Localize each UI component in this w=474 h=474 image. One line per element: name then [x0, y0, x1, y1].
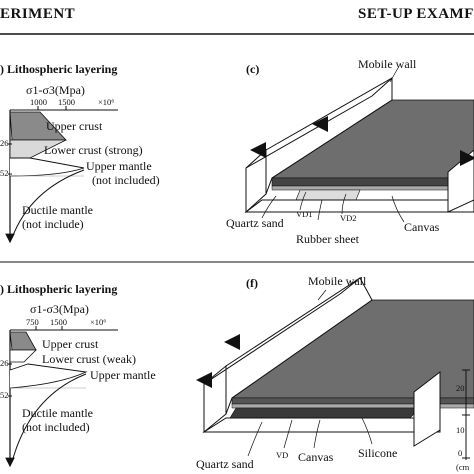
upper-mantle-shape-b [9, 363, 88, 389]
scale-label-10: 10 [456, 425, 465, 435]
tick-bottom-2: 1500 [50, 317, 67, 327]
layer-upper-crust-top: Upper crust [46, 119, 103, 133]
layer-upper-mantle-top: Upper mantle [86, 159, 152, 173]
layer-ductile-mantle-top: Ductile mantle [22, 203, 93, 217]
ductile-curve [11, 169, 85, 239]
scale-label-unit: (cm [456, 462, 470, 472]
vd2-label: VD2 [340, 213, 357, 223]
strength-profile-top [5, 106, 118, 244]
setup-label-c: (c) [246, 62, 260, 76]
scale-label-20: 20 [456, 383, 465, 393]
mobile-wall-label-bottom: Mobile wall [308, 274, 367, 288]
layer-not-included-top: (not included) [92, 173, 160, 187]
layer-upper-crust-bottom: Upper crust [42, 337, 99, 351]
mobile-wall-label-top: Mobile wall [358, 57, 417, 71]
rubber-sheet-label: Rubber sheet [296, 232, 359, 246]
strength-profile-bottom [5, 326, 118, 468]
vd1-label: VD1 [296, 209, 313, 219]
tick-top-1: 1000 [30, 97, 47, 107]
panel-label-bottom: ) Lithospheric layering [0, 282, 118, 296]
setup-diagram-bottom [196, 277, 474, 460]
depth-tick-top-1: 26 [0, 138, 9, 148]
layer-ductile-mantle-bottom: Ductile mantle [22, 406, 93, 420]
header-right-title: SET-UP EXAMF [358, 6, 474, 22]
layer-lower-crust-bottom: Lower crust (weak) [42, 352, 136, 366]
tick-top-2: 1500 [58, 97, 75, 107]
layer-upper-mantle-bottom: Upper mantle [90, 368, 156, 382]
setup-diagram-top [244, 67, 474, 223]
depth-tick-top-2: 52 [0, 168, 9, 178]
upper-mantle-shape [9, 157, 85, 177]
upper-crust-wedge-b [9, 331, 37, 351]
stress-label-bottom: σ1-σ3(Mpa) [30, 302, 89, 316]
setup-label-f: (f) [246, 276, 258, 290]
vd-label: VD [276, 450, 289, 460]
layer-not-included-bottom: (not included) [22, 420, 90, 434]
layer-not-include-top: (not include) [22, 217, 84, 231]
canvas-label-top: Canvas [404, 220, 440, 234]
header-left-title: ERIMENT [0, 6, 76, 22]
tick-top-unit: ×10⁶ [98, 97, 115, 107]
panel-label-top: ) Lithospheric layering [0, 62, 118, 76]
depth-tick-bottom-1: 26 [0, 358, 9, 368]
quartz-sand-label-bottom: Quartz sand [196, 457, 254, 471]
stress-label-top: σ1-σ3(Mpa) [26, 83, 85, 97]
depth-tick-bottom-2: 52 [0, 390, 9, 400]
silicone-label: Silicone [358, 446, 398, 460]
tick-bottom-unit: ×10⁶ [90, 317, 107, 327]
scale-label-0: 0 [458, 448, 463, 458]
tick-bottom-1: 750 [26, 317, 39, 327]
canvas-label-bottom: Canvas [298, 450, 334, 464]
layer-lower-crust-top: Lower crust (strong) [44, 143, 143, 157]
lower-crust-band-b [9, 349, 37, 363]
quartz-sand-label-top: Quartz sand [226, 216, 284, 230]
